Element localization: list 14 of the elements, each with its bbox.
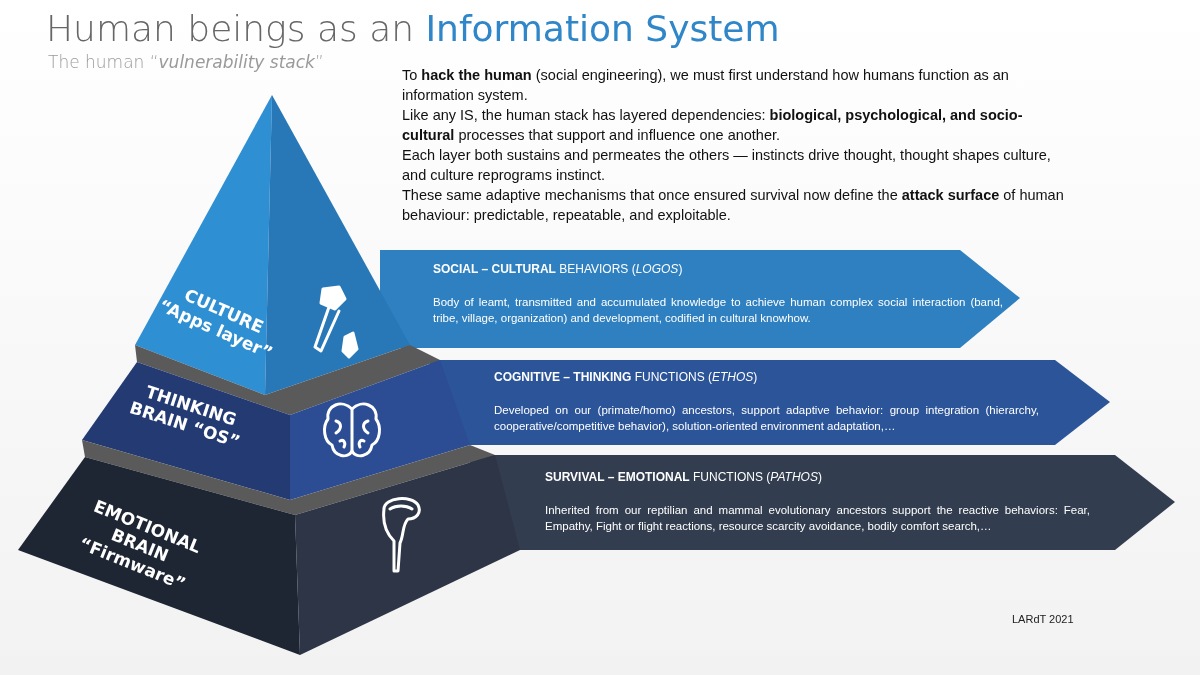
banner-description: Developed on our (primate/homo) ancestors, support adaptive behavior: group integration (hierarchy, cooperative/competitive behavior), solution-oriented environment adaptation,…	[494, 403, 1039, 434]
paragraph: Each layer both sustains and permeates the others — instincts drive thought, thought shapes culture, and culture reprograms instinct.	[402, 146, 1052, 185]
paragraph: These same adaptive mechanisms that once ensured survival now define the attack surface of human behaviour: predictable, repeatable, and exploitable.	[402, 186, 1065, 225]
title: Human beings as an Information System	[46, 8, 780, 49]
paragraph: Like any IS, the human stack has layered dependencies: biological, psychological, and socio-cultural processes that support and influence one another.	[402, 106, 1024, 145]
paragraph: To hack the human (social engineering), we must first understand how humans function as an information system.	[402, 66, 1010, 105]
credit-text: LARdT 2021	[1012, 613, 1074, 625]
banner-heading: SOCIAL – CULTURAL BEHAVIORS (LOGOS)	[433, 262, 683, 276]
arrow-banner	[380, 250, 1020, 348]
banner-heading: COGNITIVE – THINKING FUNCTIONS (ETHOS)	[494, 370, 758, 384]
banner-description: Inherited from our reptilian and mammal evolutionary ancestors support the reactive behaviors: Fear, Empathy, Fight or flight reactions, resource scarcity avoidance, bodily comfort search,…	[545, 503, 1090, 534]
banner-description: Body of leamt, transmitted and accumulated knowledge to achieve human complex social interaction (band, tribe, village, organization) and development, codified in cultural knowhow.	[433, 295, 1003, 326]
banner-heading: SURVIVAL – EMOTIONAL FUNCTIONS (PATHOS)	[545, 470, 822, 484]
subtitle: The human “vulnerability stack”	[48, 52, 324, 72]
